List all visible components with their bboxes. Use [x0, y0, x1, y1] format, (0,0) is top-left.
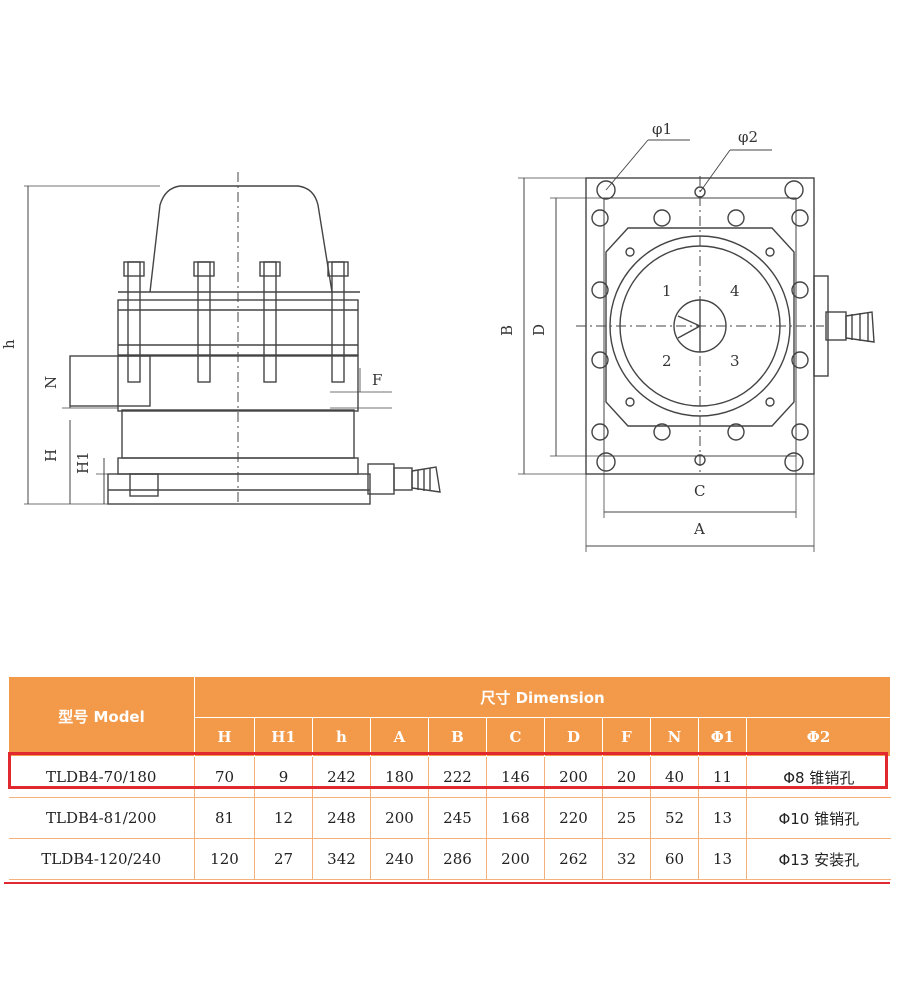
- bottom-divider: [4, 882, 890, 884]
- value-cell: 222: [428, 756, 487, 798]
- label-phi1: φ1: [652, 120, 672, 138]
- value-cell: 70: [194, 756, 255, 798]
- table-row: TLDB4-81/200 81 12 248 200 245 168 220 2…: [8, 797, 891, 839]
- model-cell: TLDB4-70/180: [8, 756, 195, 798]
- label-f: F: [372, 371, 382, 389]
- value-cell: 120: [194, 838, 255, 880]
- col-header: C: [486, 717, 545, 757]
- value-cell: 245: [428, 797, 487, 839]
- column-header-row: H H1 h A B C D F N Φ1 Φ2: [9, 717, 892, 757]
- value-cell: 81: [194, 797, 255, 839]
- value-cell: 200: [486, 838, 545, 880]
- label-quadrant-3: 3: [730, 352, 740, 370]
- value-cell: 168: [486, 797, 545, 839]
- value-cell: 11: [698, 756, 747, 798]
- value-cell: 342: [312, 838, 371, 880]
- label-quadrant-2: 2: [662, 352, 672, 370]
- col-header: D: [544, 717, 603, 757]
- value-cell: 52: [650, 797, 699, 839]
- model-cell: TLDB4-81/200: [8, 797, 195, 839]
- label-n: N: [42, 376, 60, 389]
- label-c: C: [694, 482, 705, 500]
- value-cell: 248: [312, 797, 371, 839]
- label-b: B: [498, 325, 516, 336]
- value-cell: 180: [370, 756, 429, 798]
- col-header: Φ1: [698, 717, 747, 757]
- label-big-h: H: [42, 449, 60, 462]
- value-cell: 200: [544, 756, 603, 798]
- value-cell: 240: [370, 838, 429, 880]
- col-header: h: [312, 717, 371, 757]
- value-cell: 13: [698, 797, 747, 839]
- value-cell: 40: [650, 756, 699, 798]
- side-view-drawing: [24, 172, 441, 505]
- label-h1: H1: [74, 451, 92, 474]
- value-cell: 220: [544, 797, 603, 839]
- col-header: N: [650, 717, 699, 757]
- label-phi2: φ2: [738, 128, 758, 146]
- table-row: TLDB4-120/240 120 27 342 240 286 200 262…: [8, 838, 891, 880]
- dimension-header: 尺寸 Dimension: [193, 676, 892, 718]
- value-cell: 262: [544, 838, 603, 880]
- col-header: B: [428, 717, 487, 757]
- label-a: A: [693, 520, 705, 538]
- value-cell: 12: [254, 797, 313, 839]
- technical-drawing: h N H H1 F φ1 φ2 B D C A 1 4 2 3: [0, 120, 875, 552]
- label-quadrant-1: 1: [662, 282, 672, 300]
- value-cell: Φ13 安装孔: [746, 838, 891, 880]
- value-cell: 242: [312, 756, 371, 798]
- col-header: F: [602, 717, 651, 757]
- col-header: H: [194, 717, 255, 757]
- value-cell: 32: [602, 838, 651, 880]
- label-h: h: [0, 339, 18, 349]
- value-cell: 286: [428, 838, 487, 880]
- dimension-table: 型号 Model 尺寸 Dimension H H1 h A B C D F N…: [8, 676, 892, 880]
- value-cell: 60: [650, 838, 699, 880]
- value-cell: 25: [602, 797, 651, 839]
- top-view-drawing: [518, 139, 875, 552]
- table-row: TLDB4-70/180 70 9 242 180 222 146 200 20…: [8, 756, 891, 798]
- value-cell: 27: [254, 838, 313, 880]
- col-header: Φ2: [745, 717, 892, 757]
- col-header: A: [370, 717, 429, 757]
- value-cell: 200: [370, 797, 429, 839]
- value-cell: 146: [486, 756, 545, 798]
- col-header: H1: [254, 717, 313, 757]
- label-quadrant-4: 4: [730, 282, 740, 300]
- value-cell: Φ8 锥销孔: [746, 756, 891, 798]
- model-header: 型号 Model: [8, 676, 195, 757]
- value-cell: Φ10 锥销孔: [746, 797, 891, 839]
- label-d: D: [530, 324, 548, 336]
- model-cell: TLDB4-120/240: [8, 838, 195, 880]
- value-cell: 9: [254, 756, 313, 798]
- value-cell: 20: [602, 756, 651, 798]
- value-cell: 13: [698, 838, 747, 880]
